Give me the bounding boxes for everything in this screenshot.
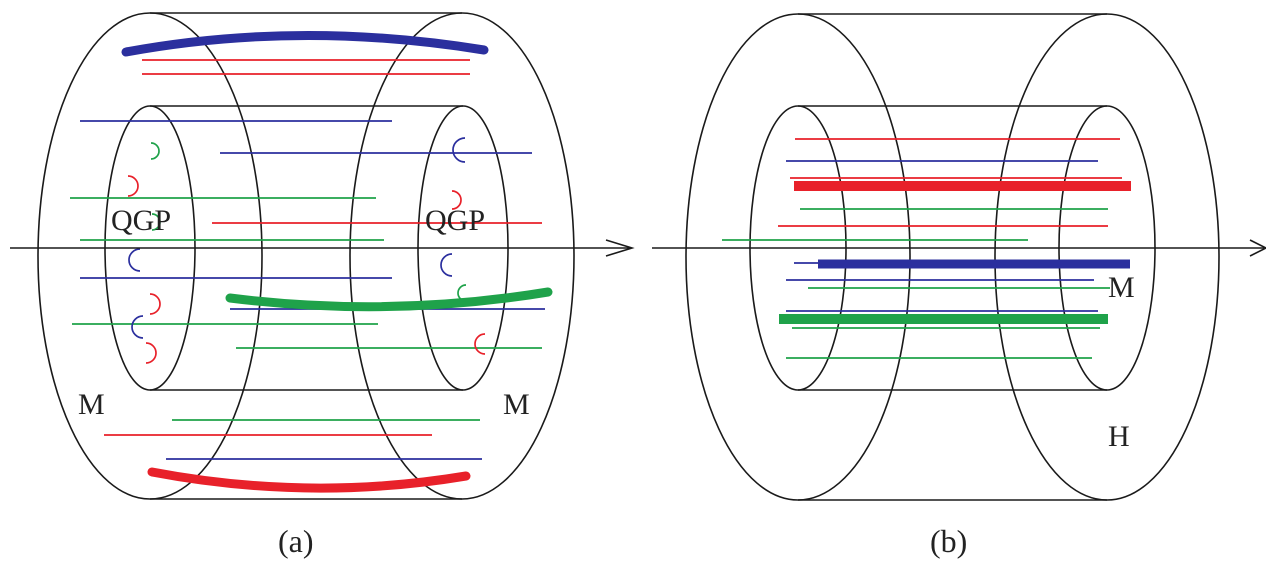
- outer-left-ellipse-b: [686, 14, 910, 500]
- outer-right-ellipse-a: [350, 13, 574, 499]
- partons-a: [128, 138, 485, 363]
- panel-b: M H (b): [652, 14, 1266, 559]
- parton-arc: [475, 334, 485, 354]
- axis-arrow-b: [652, 240, 1266, 256]
- outer-right-label-a: M: [503, 388, 530, 421]
- inner-label-b: M: [1108, 271, 1135, 304]
- outer-left-label-a: M: [78, 388, 105, 421]
- jet-green: [230, 292, 548, 307]
- inner-right-label-a: QGP: [425, 204, 485, 237]
- jets-b: [779, 186, 1131, 319]
- caption-a: (a): [278, 523, 314, 559]
- parton-arc: [150, 294, 160, 314]
- outer-label-b: H: [1108, 420, 1130, 453]
- parton-arc: [132, 316, 143, 338]
- tracks-a: [70, 60, 545, 459]
- parton-arc: [128, 176, 138, 196]
- outer-cylinder-a: [38, 13, 574, 499]
- outer-cylinder-b: [686, 14, 1219, 500]
- outer-right-ellipse-b: [995, 14, 1219, 500]
- jet-blue: [126, 35, 484, 52]
- parton-arc: [129, 249, 140, 271]
- axis-arrow-a: [10, 240, 632, 256]
- parton-arc: [146, 343, 156, 363]
- parton-arc: [151, 143, 159, 159]
- inner-left-label-a: QGP: [111, 204, 171, 237]
- caption-b: (b): [930, 523, 967, 559]
- parton-arc: [441, 254, 452, 276]
- panel-a: QGP QGP M M (a): [10, 13, 632, 559]
- parton-arc: [453, 138, 465, 162]
- outer-left-ellipse-a: [38, 13, 262, 499]
